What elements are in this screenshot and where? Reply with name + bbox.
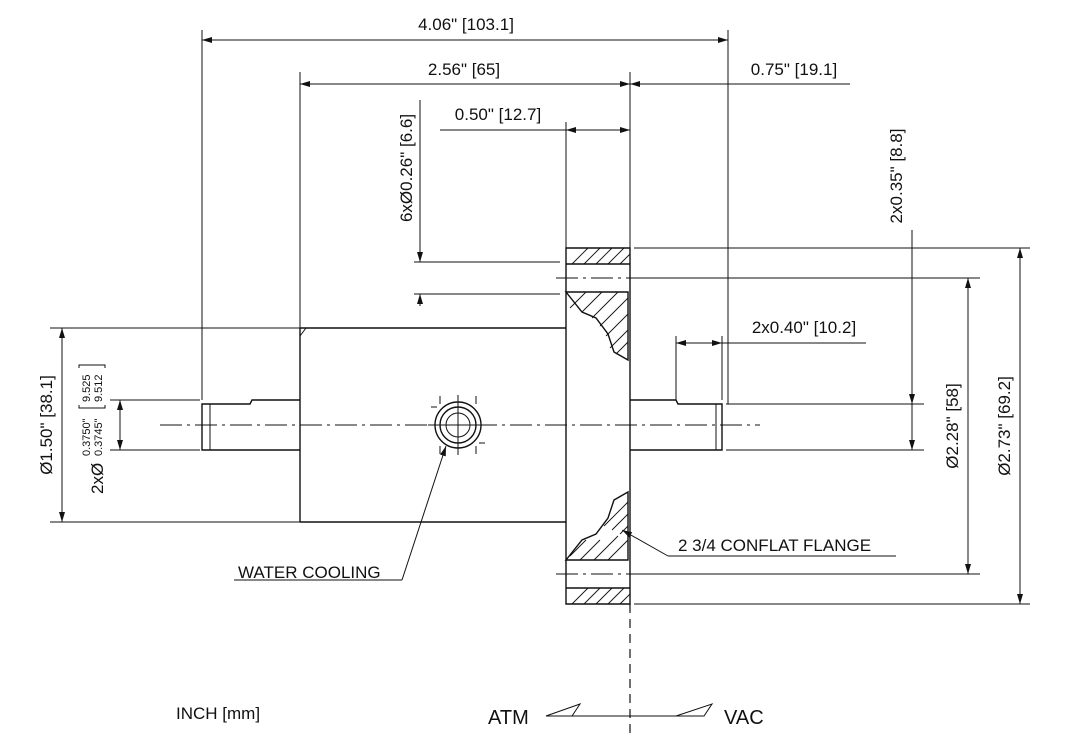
flange-leader: [621, 529, 669, 557]
dim-body-length-text: 2.56" [65]: [428, 60, 500, 79]
flange-hatch-bottom: [569, 501, 631, 605]
conflat-flange: [556, 247, 660, 605]
water-cooling-leader: [401, 445, 447, 581]
conflat-flange-label: 2 3/4 CONFLAT FLANGE: [678, 536, 871, 555]
dim-flange-od-text: Ø2.73" [69.2]: [995, 376, 1014, 476]
dim-pin-diameter-text: 2xØ 0.3750" 0.3745" 9.525 9.512: [78, 364, 107, 494]
pin-diameter-prefix: 2xØ: [88, 463, 107, 494]
dim-body-diameter-text: Ø1.50" [38.1]: [37, 375, 56, 475]
atm-body: [299, 327, 566, 523]
atm-label: ATM: [488, 707, 529, 729]
water-cooling-port: [428, 395, 488, 455]
dim-vac-length-text: 0.75" [19.1]: [751, 60, 837, 79]
water-cooling-label: WATER COOLING: [238, 563, 381, 582]
dim-pin-offset-text: 2x0.35" [8.8]: [887, 129, 906, 224]
extension-lines: [50, 30, 1030, 605]
vac-label: VAC: [724, 707, 764, 729]
atm-arrow-icon: [545, 703, 582, 717]
feedthrough-geometry: [160, 247, 760, 735]
dim-pin-length-text: 2x0.40" [10.2]: [752, 318, 856, 337]
pin-diameter-tol-upper: 0.3750": [81, 418, 93, 456]
pin-diameter-tol-lower: 0.3745": [93, 418, 105, 456]
dim-bolt-circle-text: Ø2.28" [58]: [943, 383, 962, 468]
leaders: [234, 445, 896, 581]
vac-pin: [630, 399, 723, 451]
vac-arrow-icon: [675, 703, 714, 717]
atm-vac-indicator: ATM VAC: [488, 703, 764, 729]
atm-pin: [201, 399, 300, 451]
pin-diameter-mm-lower: 9.512: [93, 374, 105, 402]
units-label: INCH [mm]: [176, 704, 260, 723]
flange-hatch-top: [569, 247, 631, 355]
pin-diameter-mm-upper: 9.525: [81, 374, 93, 402]
callout-text: WATER COOLING 2 3/4 CONFLAT FLANGE INCH …: [176, 536, 871, 723]
dim-overall-length-text: 4.06" [103.1]: [418, 15, 514, 34]
dimension-text: 4.06" [103.1] 2.56" [65] 0.75" [19.1] 0.…: [37, 15, 1014, 494]
dim-bolt-hole-text: 6xØ0.26" [6.6]: [397, 114, 416, 222]
dim-flange-thickness-text: 0.50" [12.7]: [455, 105, 541, 124]
dimension-lines: [59, 37, 1023, 604]
